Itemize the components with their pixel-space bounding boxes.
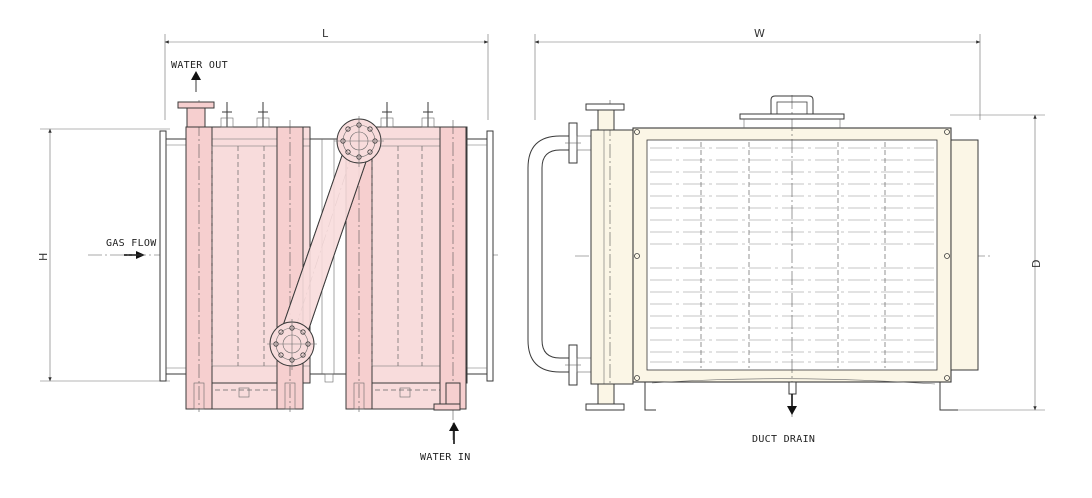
end-frame <box>632 127 979 411</box>
dimension-depth: D <box>950 114 1045 411</box>
water-out-indicator: WATER OUT <box>171 60 228 92</box>
tube-bank <box>650 95 934 420</box>
dimension-width: W <box>534 27 981 120</box>
side-elevation-view: L H WATER OUT GAS FLOW <box>37 27 500 463</box>
outlet-duct-flange <box>466 130 494 382</box>
dimension-height: H <box>37 128 170 382</box>
dimension-width-label: W <box>754 27 765 40</box>
end-header-column <box>585 100 634 411</box>
end-elevation-view: W D <box>527 27 1045 445</box>
gas-flow-label: GAS FLOW <box>106 238 157 249</box>
dimension-length: L <box>164 27 489 120</box>
water-out-label: WATER OUT <box>171 60 228 71</box>
duct-drain-label: DUCT DRAIN <box>752 434 815 445</box>
dimension-length-label: L <box>322 27 329 40</box>
water-in-indicator: WATER IN <box>420 422 471 463</box>
water-in-label: WATER IN <box>420 452 471 463</box>
return-u-bend-pipe <box>527 122 592 386</box>
duct-drain-indicator: DUCT DRAIN <box>752 381 815 445</box>
crossover-pipe <box>267 116 384 370</box>
dimension-depth-label: D <box>1030 260 1043 268</box>
lifting-lug <box>739 95 845 128</box>
dimension-height-label: H <box>37 253 50 261</box>
inlet-duct-flange <box>159 130 187 382</box>
gas-flow-indicator: GAS FLOW <box>106 238 157 259</box>
